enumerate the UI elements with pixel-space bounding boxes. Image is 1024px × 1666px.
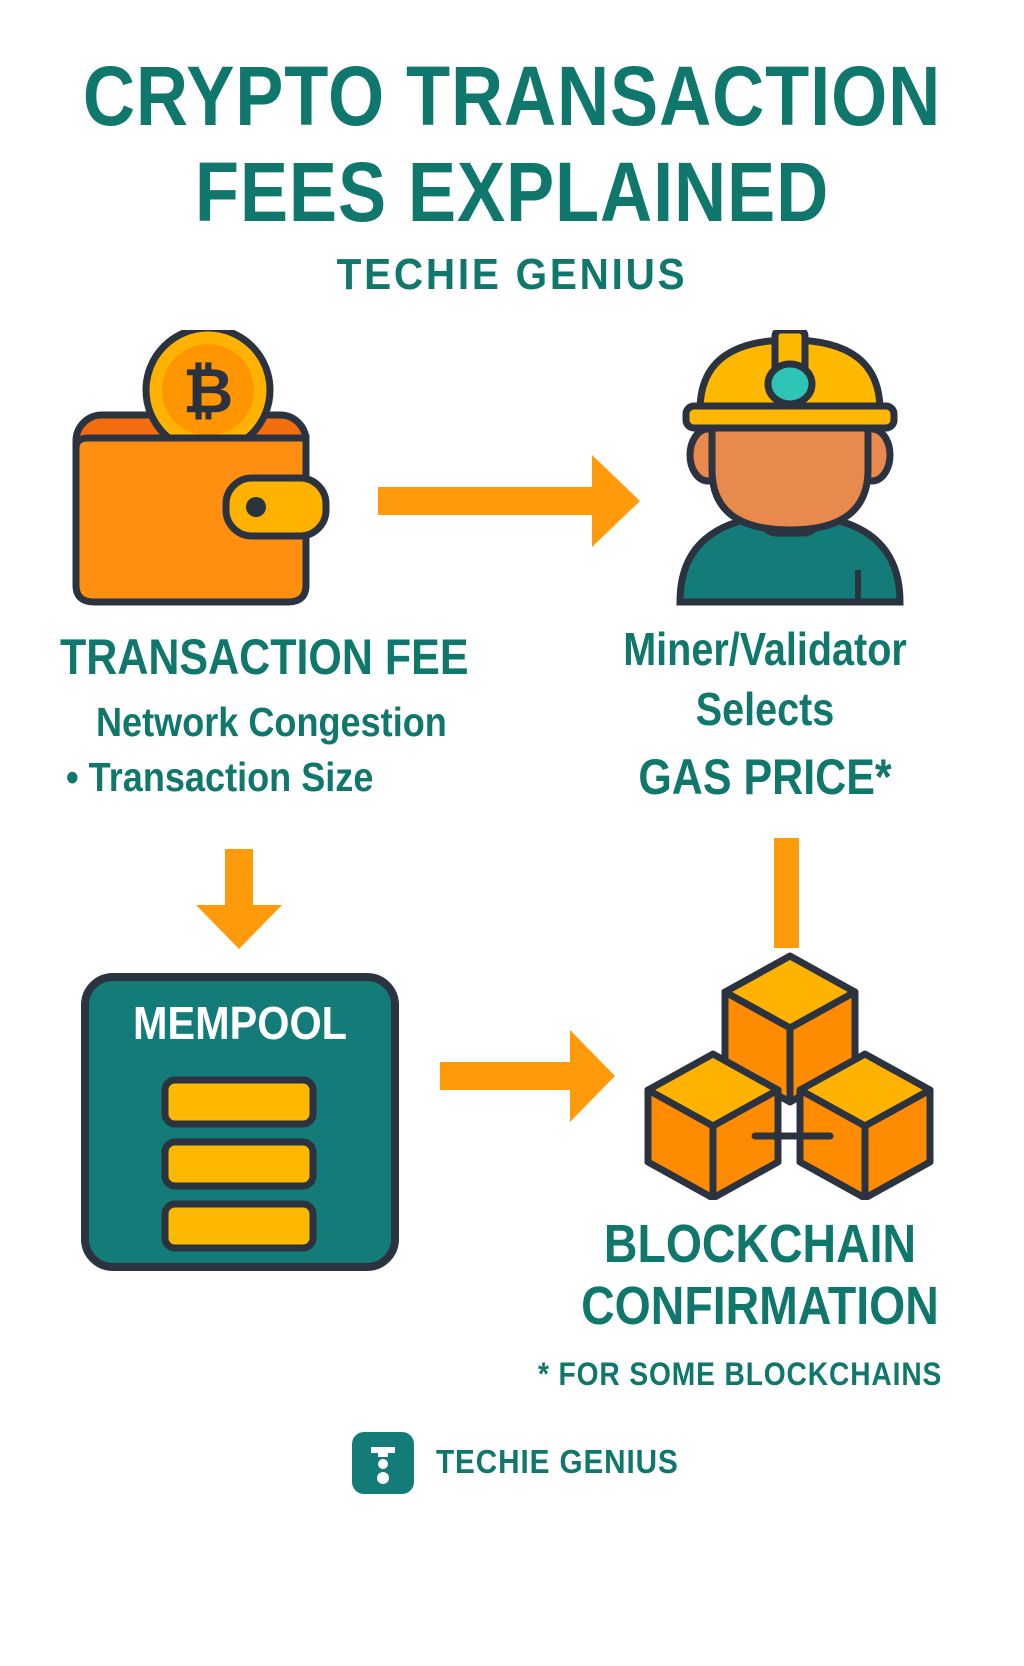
transaction-fee-title: TRANSACTION FEE bbox=[60, 629, 469, 685]
factor-label: Transaction Size bbox=[88, 754, 374, 800]
mempool-title: MEMPOOL bbox=[133, 997, 347, 1049]
svg-text:₿: ₿ bbox=[183, 354, 234, 427]
arrow-down-icon bbox=[196, 849, 282, 949]
arrow-right-icon bbox=[378, 455, 640, 547]
blockchain-label: BLOCKCHAIN bbox=[603, 1214, 917, 1274]
selects-label: Selects bbox=[695, 683, 835, 735]
miner-helmet-icon bbox=[670, 330, 910, 610]
footnote: * FOR SOME BLOCKCHAINS bbox=[538, 1356, 943, 1392]
footer-brand-name: TECHIE GENIUS bbox=[436, 1443, 679, 1480]
factor-transaction-size: • Transaction Size bbox=[66, 752, 373, 802]
arrow-right-icon bbox=[440, 1030, 615, 1122]
page-title-line-1: CRYPTO TRANSACTION bbox=[82, 49, 942, 143]
page-title-line-2: FEES EXPLAINED bbox=[194, 145, 830, 239]
mempool-queue-icon: MEMPOOL bbox=[80, 972, 400, 1272]
bitcoin-wallet-icon: ₿ bbox=[68, 330, 338, 610]
page-subtitle: TECHIE GENIUS bbox=[336, 250, 688, 299]
blockchain-cubes-icon bbox=[630, 940, 940, 1200]
connector-line bbox=[774, 838, 799, 948]
bullet: • bbox=[66, 754, 79, 800]
factor-network-congestion: Network Congestion bbox=[96, 699, 447, 745]
confirmation-label: CONFIRMATION bbox=[581, 1276, 939, 1336]
techie-genius-logo-icon bbox=[352, 1432, 414, 1494]
gas-price-label: GAS PRICE* bbox=[638, 749, 892, 805]
miner-validator-label: Miner/Validator bbox=[623, 623, 907, 675]
